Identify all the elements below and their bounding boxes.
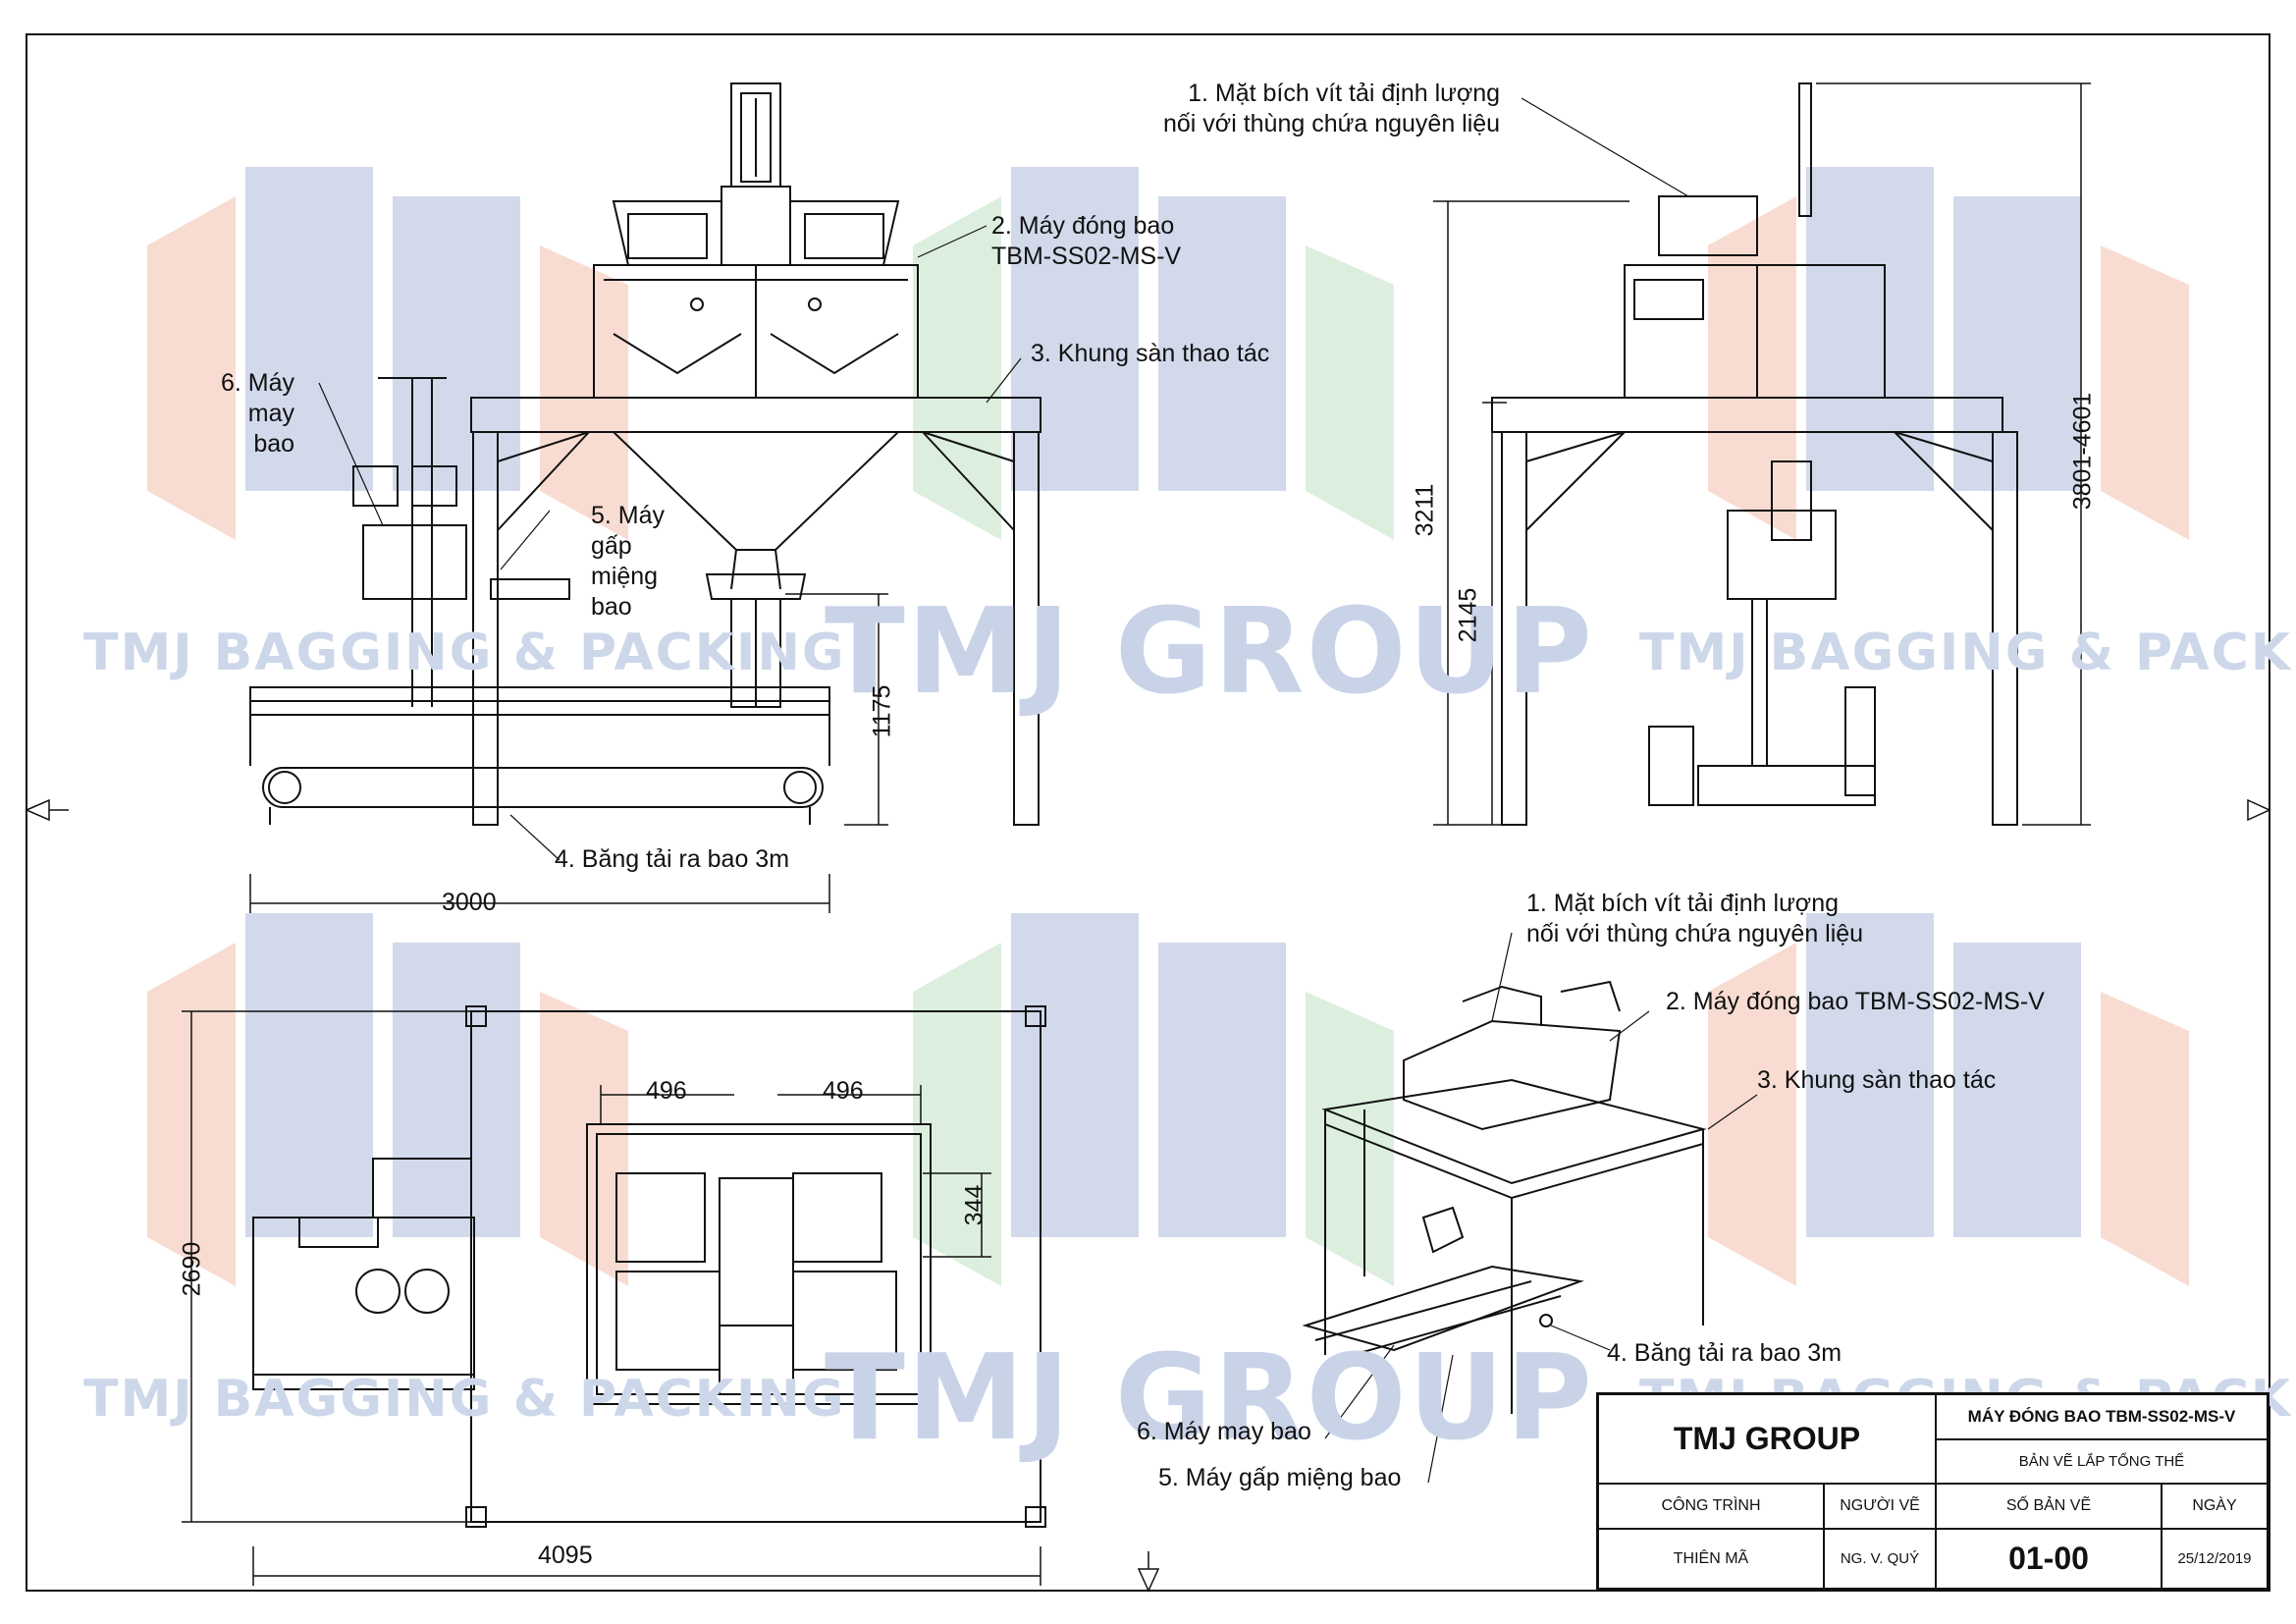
header-date: NGÀY <box>2162 1484 2268 1529</box>
value-date: 25/12/2019 <box>2162 1529 2268 1589</box>
dim-side-total: 3211 <box>1411 483 1439 537</box>
watermark-bagging-tr: TMJ BAGGING & PACKING <box>1639 623 2296 682</box>
label-iso-folding: 5. Máy gấp miệng bao <box>1158 1464 1402 1491</box>
value-drafter: NG. V. QUÝ <box>1824 1529 1936 1589</box>
iso-view <box>1302 932 1758 1484</box>
label-front-machine: 2. Máy đóng bao TBM-SS02-MS-V <box>991 212 1182 270</box>
label-iso-frame: 3. Khung sàn thao tác <box>1757 1066 1997 1094</box>
dim-front-height: 1175 <box>868 684 896 738</box>
label-front-conveyor: 4. Băng tải ra bao 3m <box>555 845 790 873</box>
watermark-logos <box>147 167 2189 1286</box>
front-view <box>249 82 1041 913</box>
header-drafter: NGƯỜI VẼ <box>1824 1484 1936 1529</box>
watermark-bagging-bl: TMJ BAGGING & PACKING <box>83 1370 846 1429</box>
dim-top-depth: 2690 <box>178 1241 206 1297</box>
watermark-bagging-tl: TMJ BAGGING & PACKING <box>83 623 846 682</box>
watermark-group-top: TMJ GROUP <box>825 584 1594 721</box>
dim-side-range: 3801-4601 <box>2068 392 2097 511</box>
label-front-frame: 3. Khung sàn thao tác <box>1031 340 1270 367</box>
title-product: MÁY ĐÓNG BAO TBM-SS02-MS-V <box>1936 1394 2268 1439</box>
label-side-flange: 1. Mặt bích vít tải định lượng nối với t… <box>1163 80 1501 137</box>
side-view <box>1433 82 2091 826</box>
value-number: 01-00 <box>1936 1529 2162 1589</box>
watermark-group-bottom: TMJ GROUP <box>825 1330 1594 1467</box>
title-block: TMJ GROUP MÁY ĐÓNG BAO TBM-SS02-MS-V BẢN… <box>1596 1392 2269 1591</box>
header-project: CÔNG TRÌNH <box>1598 1484 1824 1529</box>
dim-front-width: 3000 <box>442 889 497 916</box>
value-project: THIÊN MÃ <box>1598 1529 1824 1589</box>
header-number: SỐ BẢN VẼ <box>1936 1484 2162 1529</box>
dim-top-offset: 344 <box>960 1184 988 1226</box>
label-front-folding: 5. Máy gấp miệng bao <box>591 502 666 621</box>
label-iso-flange: 1. Mặt bích vít tải định lượng nối với t… <box>1526 890 1864 947</box>
title-company: TMJ GROUP <box>1598 1394 1936 1484</box>
top-view <box>182 1005 1046 1586</box>
dim-top-spacing-right: 496 <box>823 1077 864 1105</box>
label-iso-machine: 2. Máy đóng bao TBM-SS02-MS-V <box>1666 988 2045 1015</box>
dim-side-platform: 2145 <box>1454 587 1482 643</box>
dim-top-width: 4095 <box>538 1542 593 1569</box>
label-front-sewing: 6. Máy may bao <box>221 369 295 458</box>
label-iso-conveyor: 4. Băng tải ra bao 3m <box>1607 1339 1842 1367</box>
label-iso-sewing: 6. Máy may bao <box>1137 1418 1311 1445</box>
dim-top-spacing-left: 496 <box>646 1077 687 1105</box>
title-drawing-type: BẢN VẼ LẮP TỔNG THỂ <box>1936 1439 2268 1484</box>
